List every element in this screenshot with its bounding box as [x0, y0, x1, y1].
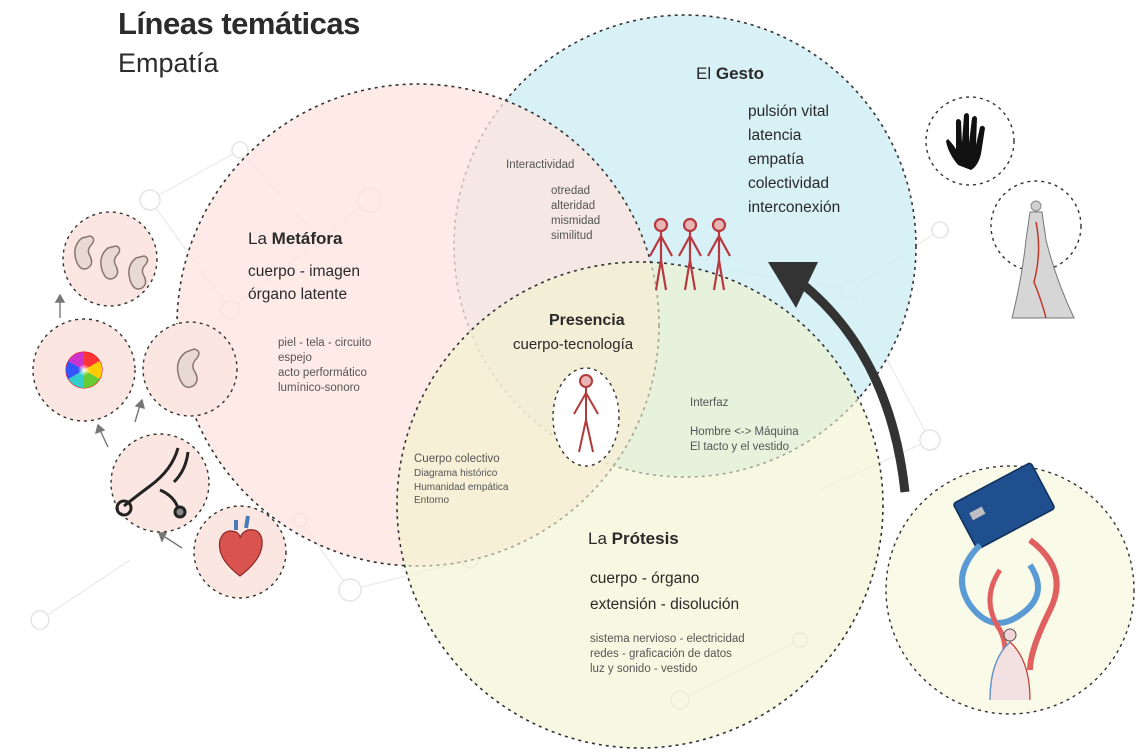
- metafora-details: piel - tela - circuito espejo acto perfo…: [278, 336, 371, 396]
- protesis-detail: luz y sonido - vestido: [590, 663, 698, 675]
- dress-icon: [1011, 200, 1075, 319]
- metafora-title-bold: Metáfora: [271, 229, 343, 248]
- protesis-detail: sistema nervioso - electricidad: [590, 633, 745, 645]
- page-title: Líneas temáticas: [118, 6, 360, 41]
- protesis-title: La Prótesis: [588, 529, 679, 549]
- cuerpo-colectivo-items: Diagrama histórico Humanidad empática En…: [414, 467, 509, 508]
- arduino-circuit-icon-circle: [885, 465, 1135, 715]
- metafora-keywords: cuerpo - imagen órgano latente: [248, 260, 360, 306]
- interfaz-items: Hombre <-> Máquina El tacto y el vestido: [690, 425, 799, 455]
- protesis-keywords: cuerpo - órgano extensión - disolución: [590, 566, 739, 618]
- three-figures-icon: [649, 217, 731, 291]
- left-arrows: [54, 293, 183, 549]
- gesto-keywords: pulsión vital latencia empatía colectivi…: [748, 100, 840, 220]
- cuerpo-colectivo-item: Entorno: [414, 495, 450, 506]
- protesis-detail: redes - graficación de datos: [590, 648, 732, 660]
- interactividad-item: otredad: [551, 185, 591, 197]
- circle-protesis: [396, 261, 884, 749]
- gesto-keyword: pulsión vital: [748, 103, 829, 120]
- metafora-keyword: órgano latente: [248, 286, 348, 303]
- protesis-title-prefix: La: [588, 529, 607, 548]
- metafora-detail: acto performático: [278, 367, 367, 379]
- presencia-subtitle: cuerpo-tecnología: [513, 336, 634, 353]
- hand-icon: [946, 113, 985, 170]
- metafora-title: La Metáfora: [248, 229, 343, 249]
- metafora-keyword: cuerpo - imagen: [248, 263, 361, 280]
- metafora-title-prefix: La: [248, 229, 267, 248]
- stethoscope-icon: [115, 447, 190, 519]
- metafora-detail: piel - tela - circuito: [278, 337, 372, 349]
- interfaz-item: El tacto y el vestido: [690, 441, 790, 453]
- heart-icon: [218, 515, 263, 577]
- interactividad-item: mismidad: [551, 215, 601, 227]
- gesto-keyword: empatía: [748, 151, 805, 168]
- metafora-detail: espejo: [278, 352, 312, 364]
- interactividad-item: alteridad: [551, 200, 596, 212]
- interactividad-item: similitud: [551, 230, 593, 242]
- protesis-details: sistema nervioso - electricidad redes - …: [590, 632, 745, 677]
- interfaz-label: Interfaz: [690, 397, 729, 409]
- ear-icon: [176, 348, 200, 389]
- cuerpo-colectivo-item: Humanidad empática: [414, 481, 509, 493]
- gesto-title-bold: Gesto: [715, 64, 765, 83]
- cuerpo-colectivo-label: Cuerpo colectivo: [414, 453, 500, 465]
- gesto-title: El Gesto: [696, 64, 764, 84]
- cuerpo-colectivo-item: Diagrama histórico: [414, 468, 498, 479]
- interactividad-label: Interactividad: [506, 159, 575, 171]
- gesto-title-prefix: El: [696, 64, 712, 83]
- interactividad-items: otredad alteridad mismidad similitud: [551, 184, 600, 244]
- metafora-detail: lumínico-sonoro: [278, 382, 360, 394]
- presencia-title: Presencia: [549, 312, 625, 329]
- arduino-circuit-icon: [953, 462, 1060, 701]
- page-subtitle: Empatía: [118, 48, 219, 78]
- gesto-keyword: colectividad: [748, 175, 829, 192]
- gesto-keyword: latencia: [748, 127, 802, 144]
- gesto-keyword: interconexión: [748, 199, 841, 216]
- protesis-title-bold: Prótesis: [611, 529, 679, 548]
- protesis-keyword: cuerpo - órgano: [590, 570, 700, 587]
- protesis-keyword: extensión - disolución: [590, 596, 740, 613]
- ears-icon: [74, 235, 149, 290]
- interfaz-item: Hombre <-> Máquina: [690, 426, 799, 438]
- color-wheel-icon: [65, 351, 103, 389]
- human-figure-icon: [573, 374, 599, 453]
- stethoscope-icon-circle: [110, 433, 210, 533]
- curved-arrow: [768, 262, 910, 493]
